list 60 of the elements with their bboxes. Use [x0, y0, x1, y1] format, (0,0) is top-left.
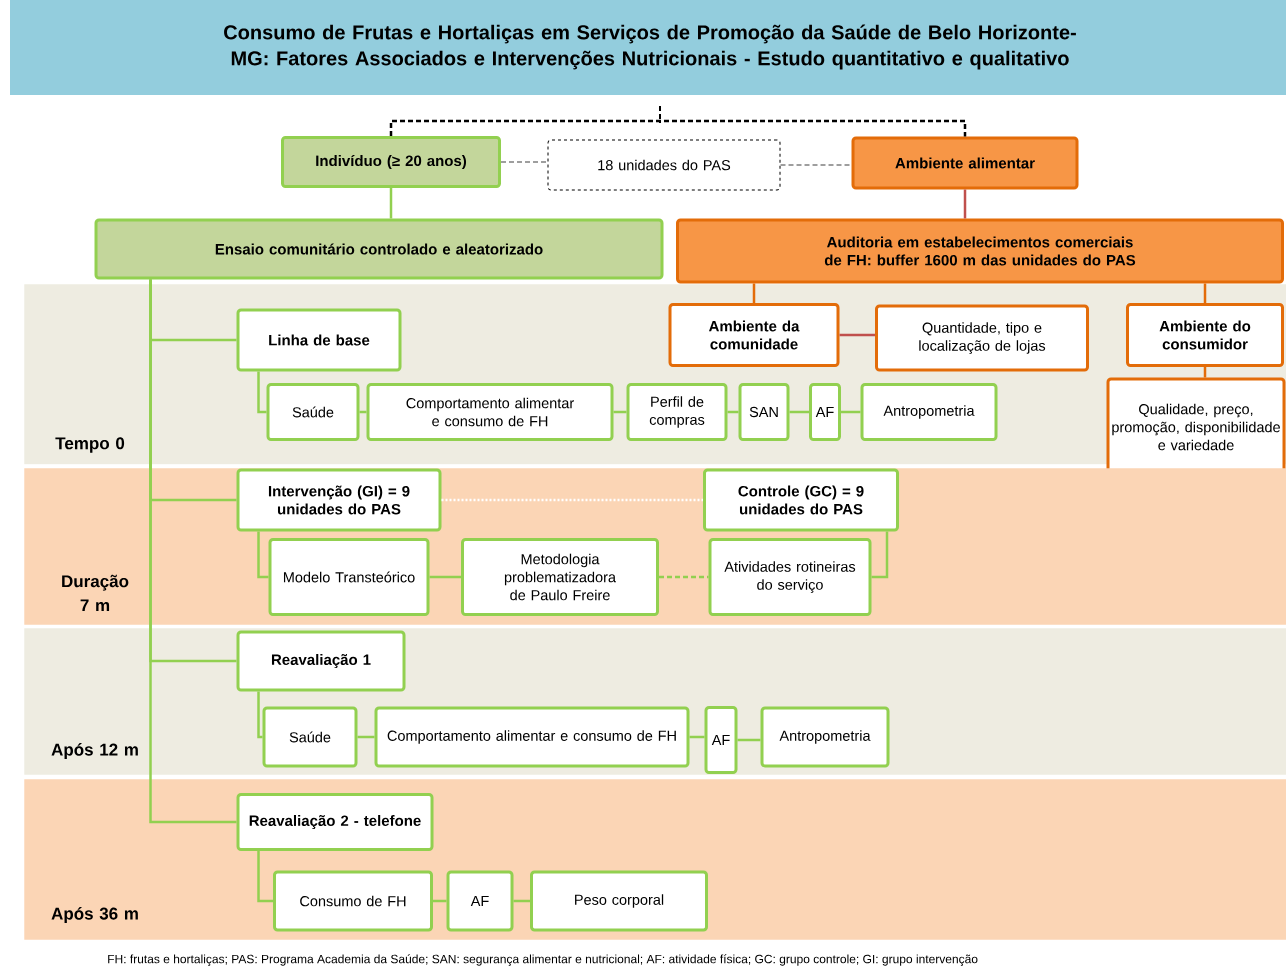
item-box: Saúde: [262, 706, 358, 768]
item-box: Metodologia problematizadora de Paulo Freire: [461, 538, 659, 616]
item-box: Comportamento alimentar e consumo de FH: [374, 706, 690, 768]
stage-box: Reavaliação 2 - telefone: [236, 793, 434, 851]
connector: [839, 333, 875, 337]
item-box: AF: [809, 383, 841, 441]
item-box: Saúde: [266, 383, 360, 441]
category-box: Ambiente do consumidor: [1126, 303, 1284, 367]
category-box: Ambiente da comunidade: [668, 303, 840, 367]
connector: [727, 410, 739, 414]
item-box: AF: [446, 870, 514, 932]
item-box: Modelo Transteórico: [268, 538, 430, 616]
connector: [441, 498, 703, 502]
connector: [689, 735, 705, 739]
item-box: Quantidade, tipo e localização de lojas: [875, 304, 1089, 372]
item-box: Antropometria: [860, 383, 998, 441]
connector: [841, 410, 861, 414]
stage-box: Reavaliação 1: [236, 630, 406, 692]
item-box: Consumo de FH: [273, 870, 433, 932]
category-box: Indivíduo (≥ 20 anos): [281, 136, 501, 188]
connector: [257, 531, 269, 579]
connector: [433, 899, 447, 903]
connector: [513, 899, 530, 903]
connector: [613, 410, 627, 414]
item-box: Qualidade, preço, promoção, disponibilidade e variedade: [1106, 377, 1286, 477]
connector: [257, 691, 263, 739]
item-box: SAN: [738, 383, 790, 441]
info-box: 18 unidades do PAS: [547, 139, 781, 191]
connector: [1203, 283, 1207, 303]
item-box: Antropometria: [760, 706, 890, 768]
connector: [1203, 367, 1207, 378]
connector: [359, 410, 367, 414]
item-box: Comportamento alimentar e consumo de FH: [366, 383, 614, 441]
stage-box: Intervenção (GI) = 9 unidades do PAS: [236, 468, 442, 532]
connector: [737, 738, 761, 742]
connector: [357, 735, 375, 739]
connector: [389, 188, 393, 219]
connector: [429, 575, 461, 579]
connector: [871, 531, 889, 579]
category-box: Ensaio comunitário controlado e aleatorizado: [94, 218, 664, 280]
connector: [789, 410, 809, 414]
connector: [149, 279, 237, 824]
item-box: AF: [704, 706, 738, 774]
category-box: Ambiente alimentar: [851, 136, 1079, 190]
connector: [779, 164, 853, 166]
stage-box: Controle (GC) = 9 unidades do PAS: [703, 468, 899, 532]
item-box: Perfil de compras: [626, 383, 728, 441]
title-banner: Consumo de Frutas e Hortaliças em Serviços de Promoção da Saúde de Belo Horizonte-MG: Fatores Associados e Intervenções Nutricionais - Estudo quantitativo e qualitativo: [10, 0, 1286, 95]
connector: [752, 283, 756, 303]
item-box: Peso corporal: [530, 870, 708, 932]
connector: [500, 161, 549, 163]
connector: [659, 575, 709, 579]
footnote: FH: frutas e hortaliças; PAS: Programa Academia da Saúde; SAN: segurança alimentar e nutricional; AF: atividade física; GC: grupo controle; GI: grupo intervenção: [108, 954, 978, 966]
connector: [257, 371, 267, 414]
item-box: Atividades rotineiras do serviço: [708, 538, 872, 616]
connector: [389, 119, 967, 137]
category-box: Auditoria em estabelecimentos comerciais de FH: buffer 1600 m das unidades do PAS: [676, 218, 1284, 284]
connector: [257, 851, 273, 903]
stage-box: Linha de base: [236, 308, 402, 372]
connector: [963, 189, 967, 219]
